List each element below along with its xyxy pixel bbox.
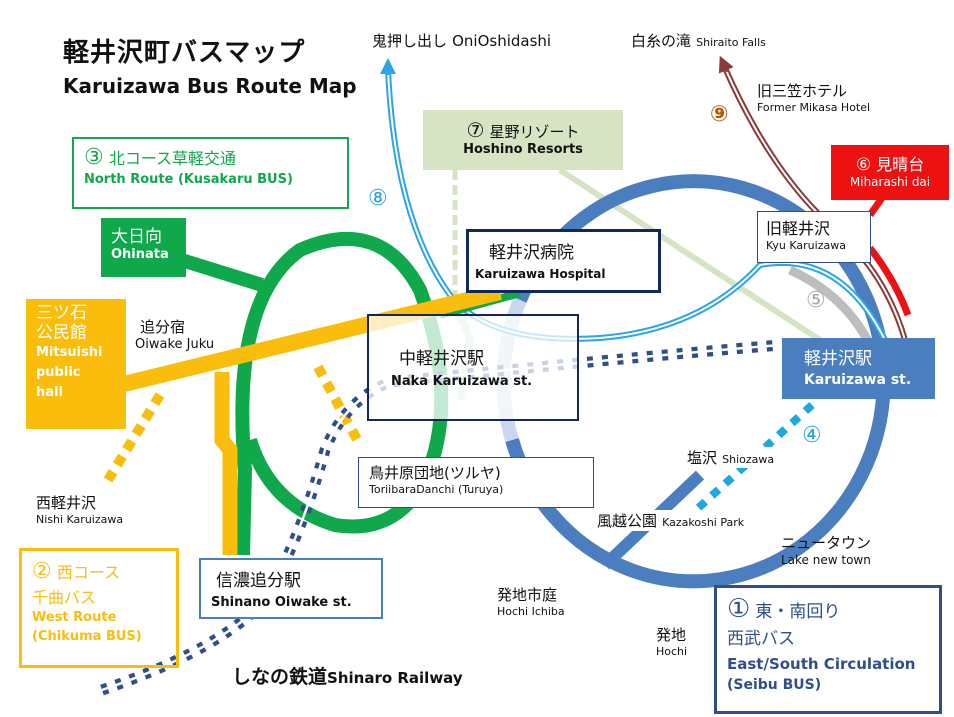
place-en: Kazakoshi Park [662, 516, 745, 529]
place-en: Hochi Ichiba [497, 605, 565, 618]
place-onioshidashi: 鬼押し出し OniOshidashi [372, 30, 551, 51]
route-number: ② [32, 559, 52, 584]
place-ja: 西軽井沢 [36, 494, 97, 512]
route-6-line [867, 195, 912, 317]
route-number: ① [727, 594, 751, 624]
route-8-line [380, 58, 888, 342]
place-ja: 発地市庭 [497, 586, 558, 604]
place-en: Karuizawa Hospital [475, 267, 606, 281]
railway-label: しなの鉄道Shinaro Railway [232, 662, 463, 689]
place-ja: 中軽井沢駅 [399, 349, 484, 369]
place-en: Oiwake Juku [135, 337, 215, 352]
place-ja: 三ツ石 [36, 303, 87, 323]
route-3-legend: ③ 北コース草軽交通 North Route (Kusakaru BUS) [72, 137, 349, 209]
stop-mitsuishi: 三ツ石 公民館 Mitsuishi public hall [26, 299, 126, 429]
place-ja: 塩沢 [687, 449, 718, 467]
route-number: ⑥ [855, 155, 872, 175]
place-ja: 白糸の滝 [631, 32, 692, 50]
place-en: Nishi Karuizawa [36, 513, 124, 526]
route-number: ③ [84, 145, 104, 170]
route-name-en: Miharashi dai [849, 175, 931, 189]
station-karuizawa: 軽井沢駅 Karuizawa st. [782, 338, 935, 399]
place-shiraito: 白糸の滝 Shiraito Falls [631, 30, 766, 51]
place-ja: 公民館 [36, 323, 87, 343]
route-4-marker: ④ [802, 423, 822, 448]
place-en: hall [36, 385, 63, 400]
place-ja: 大日向 [111, 227, 162, 247]
place-ja: 軽井沢駅 [804, 349, 872, 369]
place-en: Mitsuishi [36, 345, 103, 360]
place-en: Shiozawa [722, 453, 775, 466]
station-naka-karuizawa: 中軽井沢駅 Naka Karuizawa st. [367, 314, 579, 421]
route-5-line [788, 265, 875, 348]
map-title-ja: 軽井沢町バスマップ [63, 38, 306, 68]
route-name-ja: 西コース [56, 563, 121, 582]
railway-name-en: Shinaro Railway [327, 669, 463, 687]
stop-oiwake-juku: 追分宿 Oiwake Juku [135, 316, 214, 352]
place-en: Lake new town [781, 553, 871, 567]
stop-shiozawa: 塩沢 Shiozawa [687, 447, 775, 468]
place-en: Kyu Karuizawa [766, 239, 846, 252]
route-5-marker: ⑤ [806, 288, 826, 313]
route-7-legend: ⑦ 星野リゾート Hoshino Resorts [423, 110, 623, 170]
route-name-en: Hoshino Resorts [463, 142, 583, 157]
route-2-line [103, 284, 502, 555]
place-ja: 旧軽井沢 [766, 219, 831, 238]
place-ja: 鳥井原団地(ツルヤ) [369, 464, 501, 482]
place-en: Shiraito Falls [696, 36, 766, 49]
place-ja: 発地 [656, 626, 687, 644]
route-8-marker: ⑧ [368, 186, 388, 211]
place-ja: 風越公園 [597, 512, 658, 530]
route-name-en: (Seibu BUS) [727, 677, 822, 693]
place-ja: 旧三笠ホテル [757, 82, 848, 100]
stop-toriibara-danchi: 鳥井原団地(ツルヤ) ToriibaraDanchi (Turuya) [358, 457, 594, 508]
shinano-railway-line [100, 339, 781, 696]
place-en: Karuizawa st. [804, 372, 912, 388]
route-1-legend: ① 東・南回り 西武バス East/South Circulation (Sei… [714, 585, 942, 714]
place-ja: 鬼押し出し [372, 32, 448, 50]
place-en: Former Mikasa Hotel [757, 101, 871, 114]
route-name-ja: 見晴台 [876, 155, 925, 174]
map-title-en: Karuizawa Bus Route Map [63, 74, 357, 98]
station-shinano-oiwake: 信濃追分駅 Shinano Oiwake st. [199, 558, 383, 619]
place-en: Hochi [656, 645, 688, 658]
route-6-legend: ⑥ 見晴台 Miharashi dai [831, 145, 949, 200]
stop-kazakoshi-park: 風越公園 Kazakoshi Park [597, 510, 745, 531]
place-en: public [36, 365, 81, 380]
place-en: OniOshidashi [452, 32, 552, 50]
place-en: Naka Karuizawa st. [391, 374, 533, 389]
place-mikasa: 旧三笠ホテル Former Mikasa Hotel [757, 80, 870, 114]
place-en: Ohinata [111, 247, 169, 262]
stop-hochi-ichiba: 発地市庭 Hochi Ichiba [497, 584, 565, 618]
place-ja: 追分宿 [140, 318, 186, 336]
stop-hochi: 発地 Hochi [656, 624, 687, 658]
place-ja: 信濃追分駅 [216, 571, 301, 591]
place-en: Shinano Oiwake st. [211, 595, 352, 610]
route-name-en: (Chikuma BUS) [32, 629, 142, 644]
stop-ohinata: 大日向 Ohinata [101, 218, 186, 277]
route-name-ja: 西武バス [727, 629, 795, 649]
route-name-ja: 北コース草軽交通 [108, 149, 237, 168]
route-name-ja: 東・南回り [755, 602, 841, 622]
route-name-en: East/South Circulation [727, 655, 916, 673]
route-name-en: West Route [32, 610, 117, 625]
route-9-marker: ⑨ [710, 102, 729, 127]
railway-name-ja: しなの鉄道 [232, 666, 328, 688]
route-name-en: North Route (Kusakaru BUS) [84, 172, 293, 187]
stop-karuizawa-hospital: 軽井沢病院 Karuizawa Hospital [466, 229, 661, 293]
place-ja: ニュータウン [781, 534, 872, 552]
route-name-ja: 千曲バス [32, 588, 97, 607]
stop-lake-new-town: ニュータウン Lake new town [781, 532, 871, 567]
place-ja: 軽井沢病院 [489, 243, 574, 263]
stop-nishi-karuizawa: 西軽井沢 Nishi Karuizawa [36, 492, 123, 526]
place-en: ToriibaraDanchi (Turuya) [369, 483, 504, 496]
stop-kyu-karuizawa: 旧軽井沢 Kyu Karuizawa [757, 211, 871, 263]
route-name-ja: 星野リゾート [489, 123, 580, 141]
route-2-legend: ② 西コース 千曲バス West Route (Chikuma BUS) [19, 548, 179, 668]
route-number: ⑦ [466, 118, 485, 142]
